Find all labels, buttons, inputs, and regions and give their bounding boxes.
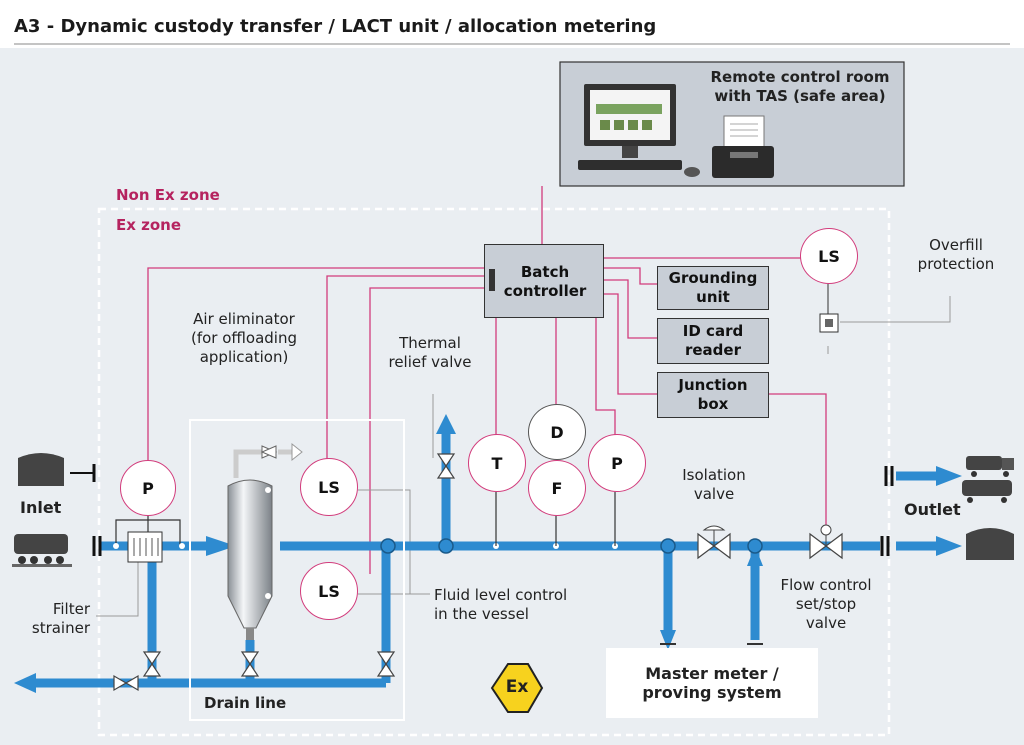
overfill-protection-label: Overfill protection bbox=[896, 236, 1016, 274]
master-meter-box bbox=[606, 648, 818, 718]
drain-line-label: Drain line bbox=[204, 694, 287, 712]
temperature-label: T bbox=[491, 453, 503, 473]
grounding-unit-line1: Grounding bbox=[668, 269, 758, 287]
batch-controller-line1: Batch bbox=[520, 263, 570, 281]
flow-control-line3: valve bbox=[805, 614, 847, 632]
ex-symbol bbox=[490, 663, 544, 713]
printer-icon bbox=[712, 115, 774, 178]
page-title: A3 - Dynamic custody transfer / LACT uni… bbox=[14, 16, 657, 37]
batch-controller-box: Batch controller bbox=[484, 244, 604, 318]
pressure-instrument-1: P bbox=[120, 460, 176, 516]
remote-room-line1: Remote control room bbox=[710, 68, 890, 86]
master-meter-line1: Master meter / bbox=[645, 664, 779, 683]
outlet-railcar-icon bbox=[962, 480, 1012, 503]
grounding-unit-line2: unit bbox=[696, 288, 730, 306]
overfill-level-switch: LS bbox=[800, 228, 858, 284]
isolation-valve-line2: valve bbox=[693, 485, 735, 503]
outlet-truck-icon bbox=[966, 456, 1014, 477]
overfill-line2: protection bbox=[917, 255, 995, 273]
ex-zone-boundary bbox=[97, 207, 891, 737]
tap-points bbox=[113, 543, 618, 549]
junction-box-line2: box bbox=[697, 395, 729, 413]
flow-instrument: F bbox=[528, 460, 586, 516]
filter-strainer-label: Filter strainer bbox=[10, 600, 90, 638]
level-switch-top-label: LS bbox=[318, 477, 340, 497]
fluid-level-line1: Fluid level control bbox=[434, 586, 568, 604]
id-card-reader-line1: ID card bbox=[682, 322, 744, 340]
fluid-level-control-label: Fluid level control in the vessel bbox=[434, 586, 567, 624]
master-meter-label: Master meter / proving system bbox=[606, 664, 818, 702]
flow-control-line1: Flow control bbox=[780, 576, 872, 594]
flanges bbox=[92, 464, 894, 556]
vessel-graphic bbox=[227, 442, 303, 640]
signal-lines bbox=[147, 186, 827, 574]
pressure-label-2: P bbox=[611, 453, 623, 473]
flow-control-line2: set/stop bbox=[795, 595, 857, 613]
inlet-tank-icon bbox=[18, 453, 64, 486]
flow-control-valve-label: Flow control set/stop valve bbox=[766, 576, 886, 633]
grounding-unit-box: Grounding unit bbox=[657, 266, 769, 310]
density-label: D bbox=[550, 422, 564, 442]
level-switch-bottom-label: LS bbox=[318, 581, 340, 601]
fluid-level-line2: in the vessel bbox=[434, 605, 529, 623]
master-meter-line2: proving system bbox=[642, 683, 782, 702]
batch-controller-line2: controller bbox=[503, 282, 587, 300]
inlet-railcar-icon bbox=[12, 534, 72, 567]
isolation-valve-label: Isolation valve bbox=[664, 466, 764, 504]
overfill-level-switch-label: LS bbox=[818, 246, 840, 266]
overfill-line1: Overfill bbox=[929, 236, 983, 254]
ex-symbol-label: Ex bbox=[505, 677, 529, 697]
inlet-label: Inlet bbox=[20, 498, 62, 517]
outlet-label: Outlet bbox=[904, 500, 961, 519]
id-card-reader-box: ID card reader bbox=[657, 318, 769, 364]
controller-indicator bbox=[489, 269, 495, 291]
junction-box: Junction box bbox=[657, 372, 769, 418]
thermal-valve-line2: relief valve bbox=[388, 353, 472, 371]
level-switch-top: LS bbox=[300, 458, 358, 516]
temperature-instrument: T bbox=[468, 434, 526, 492]
air-eliminator-line3: application) bbox=[199, 348, 289, 366]
instrument-stems bbox=[147, 492, 616, 546]
filter-strainer-line2: strainer bbox=[31, 619, 90, 637]
id-card-reader-line2: reader bbox=[684, 341, 741, 359]
air-eliminator-label: Air eliminator (for offloading applicati… bbox=[170, 310, 318, 367]
thermal-relief-valve-label: Thermal relief valve bbox=[370, 334, 490, 372]
ex-zone-label: Ex zone bbox=[116, 216, 182, 234]
level-switch-bottom: LS bbox=[300, 562, 358, 620]
pressure-label-1: P bbox=[142, 478, 154, 498]
density-instrument: D bbox=[528, 404, 586, 460]
pipe-arrows bbox=[14, 414, 962, 693]
monitor-icon bbox=[578, 84, 700, 177]
valves bbox=[113, 453, 843, 692]
air-eliminator-line2: (for offloading bbox=[190, 329, 297, 347]
remote-room-line2: with TAS (safe area) bbox=[714, 87, 886, 105]
flow-label: F bbox=[551, 478, 563, 498]
air-eliminator-frame bbox=[189, 419, 405, 721]
junction-box-line1: Junction bbox=[678, 376, 748, 394]
thermal-valve-line1: Thermal bbox=[399, 334, 461, 352]
filter-strainer bbox=[127, 531, 163, 563]
pipe-junctions bbox=[380, 538, 763, 554]
outlet-tank-icon bbox=[966, 528, 1014, 560]
pressure-instrument-2: P bbox=[588, 434, 646, 492]
isolation-valve-line1: Isolation bbox=[682, 466, 746, 484]
non-ex-zone-label: Non Ex zone bbox=[116, 186, 220, 204]
remote-room-label: Remote control room with TAS (safe area) bbox=[700, 68, 900, 106]
filter-strainer-line1: Filter bbox=[52, 600, 90, 618]
air-eliminator-line1: Air eliminator bbox=[193, 310, 295, 328]
